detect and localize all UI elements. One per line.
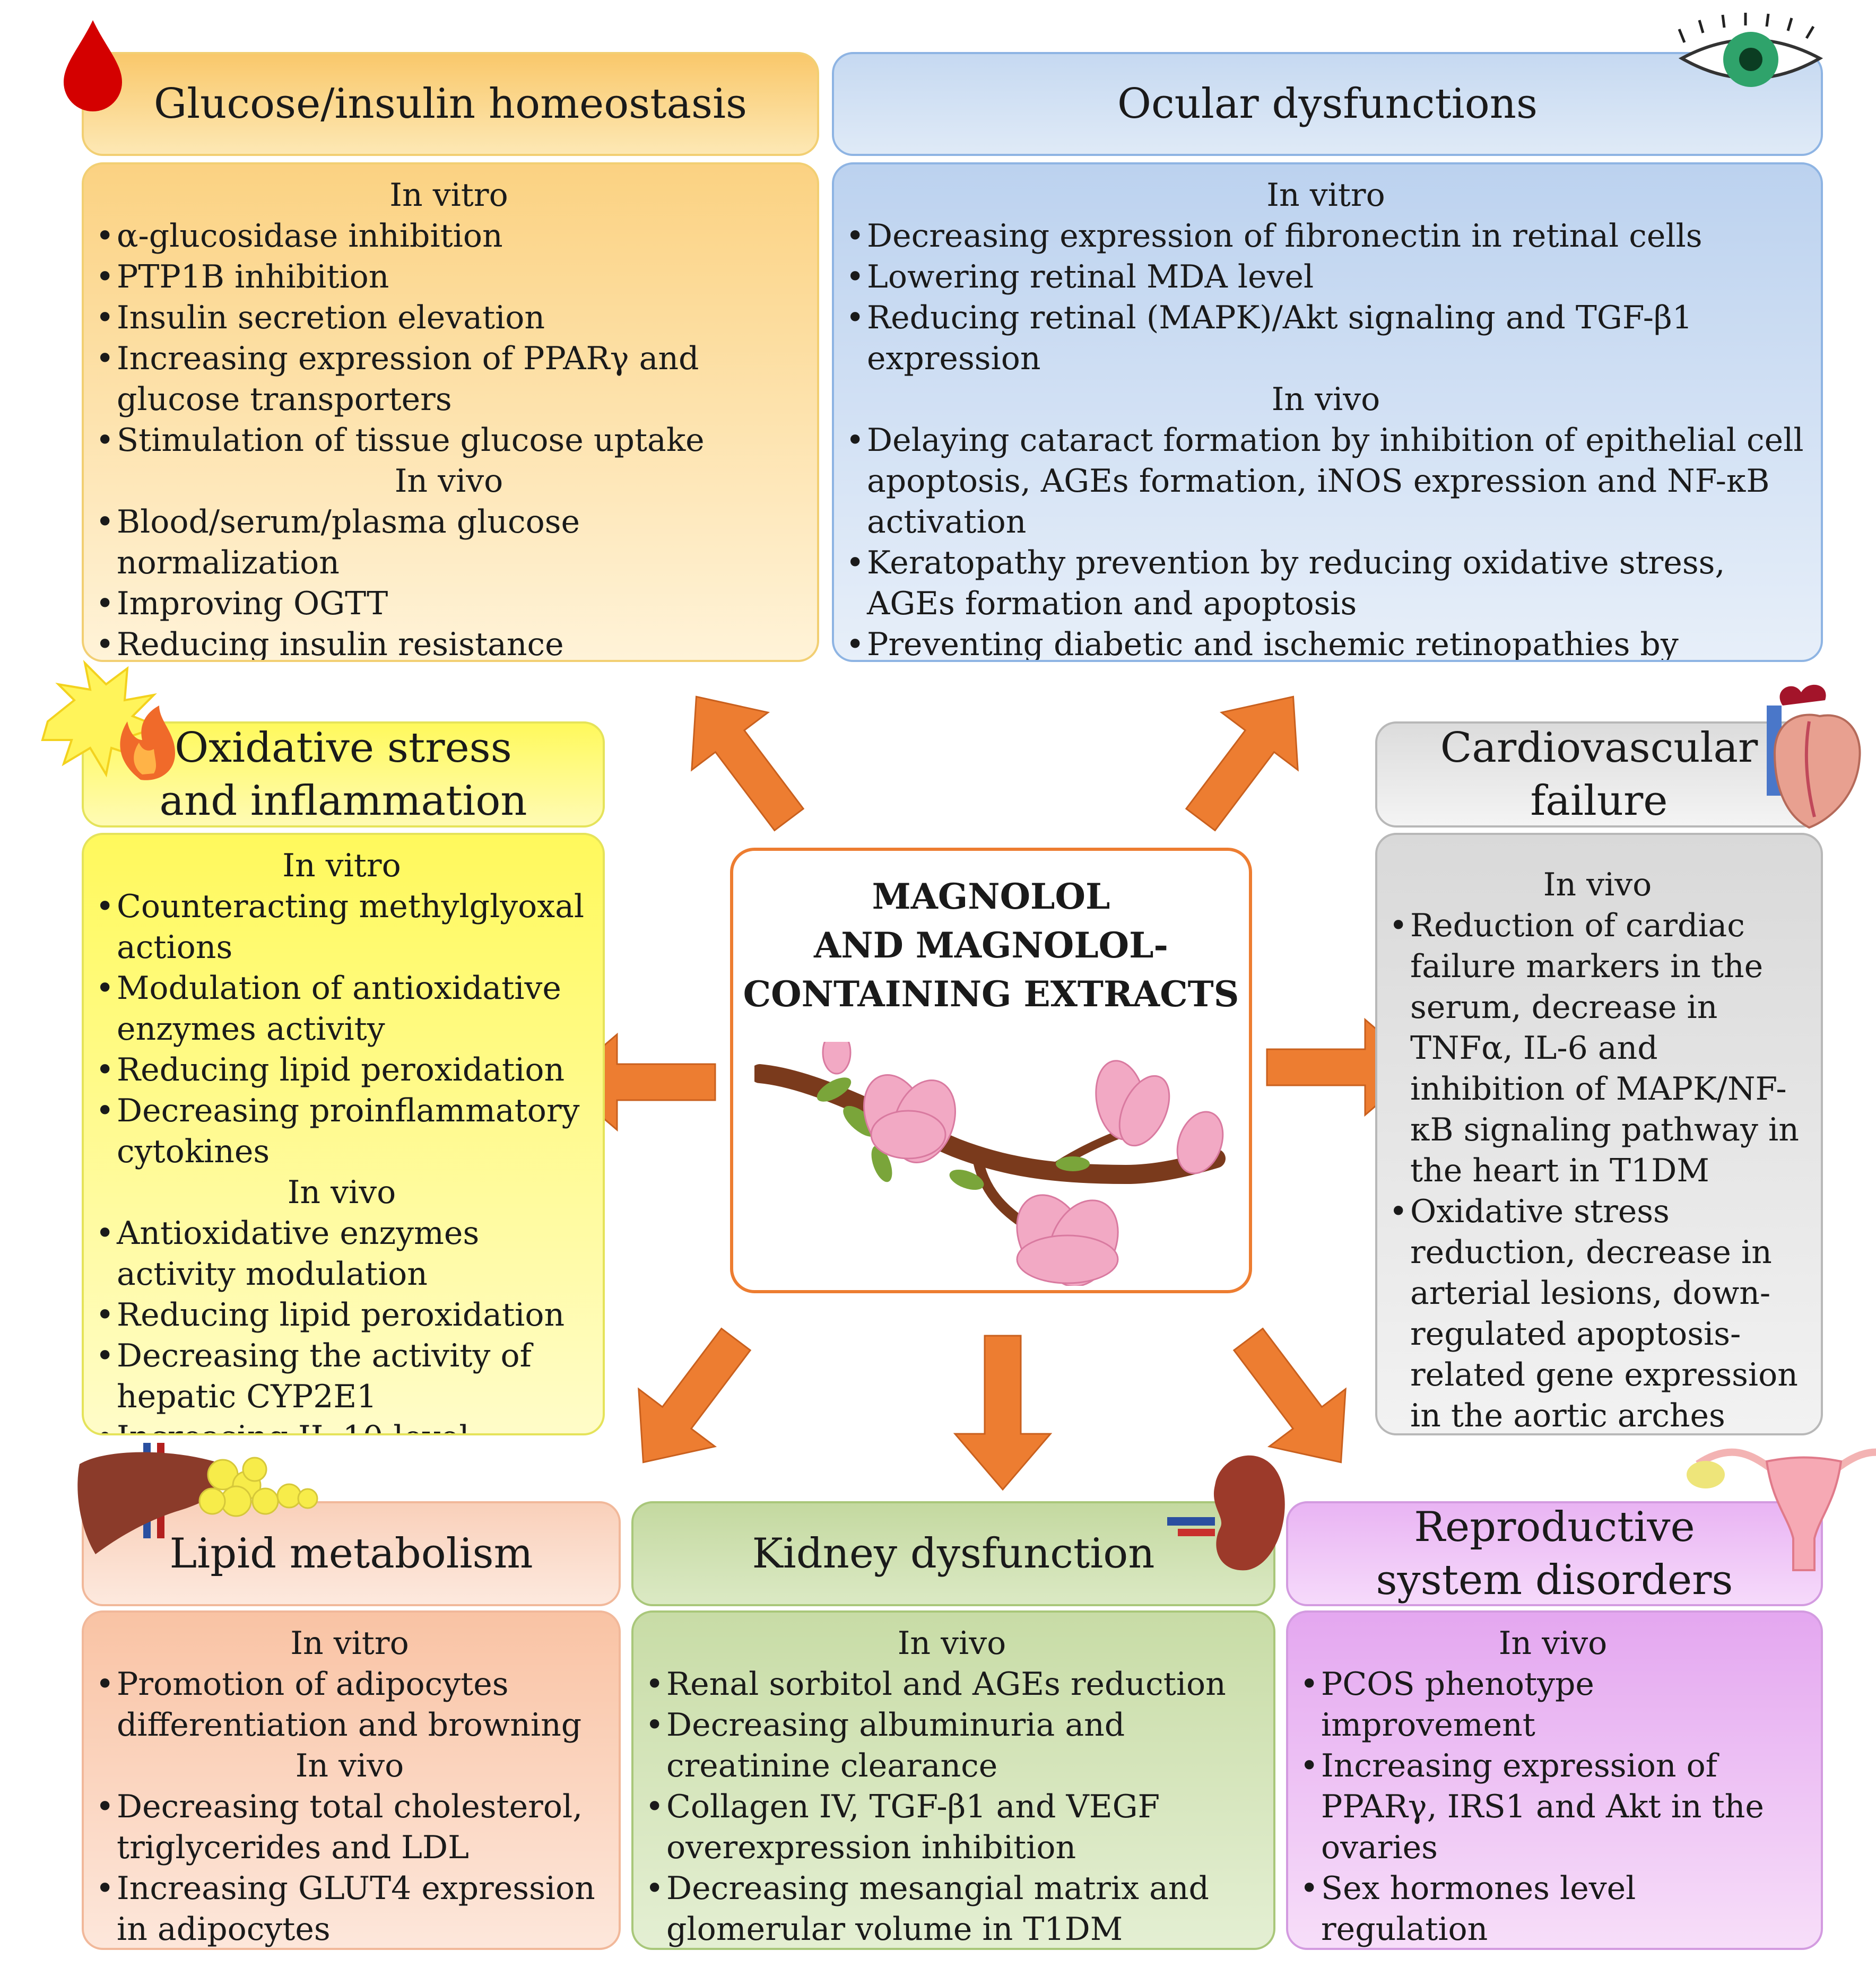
ocular-panel-body: In vitroDecreasing expression of fibrone…	[832, 162, 1823, 662]
oxidative-bullet-item: Decreasing proinflammatory cytokines	[95, 1091, 588, 1172]
lipid-bullet-item: Promotion of adipocytes differentiation …	[95, 1664, 604, 1746]
ocular-panel-title: Ocular dysfunctions	[832, 52, 1823, 156]
oxidative-bullet-item: Modulation of antioxidative enzymes acti…	[95, 968, 588, 1050]
oxidative-section-heading: In vitro	[282, 847, 401, 884]
lipid-panel-title: Lipid metabolism	[82, 1501, 621, 1606]
cardio-panel-body: In vivoReduction of cardiac failure mark…	[1375, 833, 1823, 1435]
glucose-bullet-item: PTP1B inhibition	[95, 257, 802, 298]
glucose-bullet-item: Improving OGTT	[95, 584, 802, 624]
kidney-title-text: Kidney dysfunction	[752, 1530, 1155, 1578]
repro-title-line1: Reproductive	[1414, 1503, 1695, 1551]
ocular-bullet-item: Reducing retinal (MAPK)/Akt signaling an…	[846, 298, 1806, 379]
cardio-panel-title: Cardiovascular failure	[1375, 721, 1823, 828]
oxidative-panel-title: Oxidative stress and inflammation	[82, 721, 605, 828]
ocular-bullet-item: Preventing diabetic and ischemic retinop…	[846, 624, 1806, 660]
cardio-title-line2: failure	[1530, 777, 1668, 825]
glucose-bullet-list: α-glucosidase inhibitionPTP1B inhibition…	[95, 216, 802, 461]
ocular-bullet-list: Decreasing expression of fibronectin in …	[846, 216, 1806, 379]
ocular-section-heading: In vitro	[1266, 177, 1385, 214]
cardio-bullet-item: Reduction of cardiac failure markers in …	[1389, 905, 1806, 1191]
arrow-to-ocular	[1161, 667, 1332, 849]
lipid-bullet-list: Decreasing total cholesterol, triglyceri…	[95, 1787, 604, 1948]
arrow-to-glucose	[657, 667, 828, 849]
kidney-bullet-item: Collagen IV, TGF-β1 and VEGF overexpress…	[645, 1787, 1258, 1868]
lipid-panel-body: In vitroPromotion of adipocytes differen…	[82, 1610, 621, 1950]
oxidative-bullet-list: Antioxidative enzymes activity modulatio…	[95, 1213, 588, 1433]
repro-panel-body: In vivoPCOS phenotype improvementIncreas…	[1286, 1610, 1823, 1950]
oxidative-bullet-item: Reducing lipid peroxidation	[95, 1295, 588, 1336]
ocular-bullet-item: Keratopathy prevention by reducing oxida…	[846, 543, 1806, 624]
ocular-bullet-item: Lowering retinal MDA level	[846, 257, 1806, 298]
glucose-panel-title: Glucose/insulin homeostasis	[82, 52, 819, 156]
oxidative-panel-body: In vitroCounteracting methylglyoxal acti…	[82, 833, 605, 1435]
glucose-bullet-list: Blood/serum/plasma glucose normalization…	[95, 502, 802, 660]
cardio-section-heading: In vivo	[1543, 866, 1652, 903]
glucose-bullet-item: Stimulation of tissue glucose uptake	[95, 420, 802, 461]
glucose-panel-body: In vitroα-glucosidase inhibitionPTP1B in…	[82, 162, 819, 662]
lipid-title-text: Lipid metabolism	[169, 1530, 533, 1578]
oxidative-bullet-item: Antioxidative enzymes activity modulatio…	[95, 1213, 588, 1295]
lipid-bullet-item: Increasing GLUT4 expression in adipocyte…	[95, 1868, 604, 1948]
arrow-to-repro	[1209, 1310, 1380, 1492]
lipid-section-heading: In vitro	[290, 1625, 409, 1662]
center-label-line1: MAGNOLOL	[872, 876, 1110, 917]
ocular-bullet-item: Decreasing expression of fibronectin in …	[846, 216, 1806, 257]
glucose-title-text: Glucose/insulin homeostasis	[153, 80, 748, 128]
kidney-panel-body: In vivoRenal sorbitol and AGEs reduction…	[631, 1610, 1275, 1950]
oxidative-bullet-item: Reducing lipid peroxidation	[95, 1050, 588, 1091]
repro-bullet-item: PCOS phenotype improvement	[1300, 1664, 1806, 1746]
glucose-bullet-item: Blood/serum/plasma glucose normalization	[95, 502, 802, 584]
glucose-bullet-item: Insulin secretion elevation	[95, 298, 802, 338]
glucose-bullet-item: α-glucosidase inhibition	[95, 216, 802, 257]
oxidative-bullet-item: Counteracting methylglyoxal actions	[95, 886, 588, 968]
glucose-bullet-item: Increasing expression of PPARγ and gluco…	[95, 338, 802, 420]
ocular-section-heading: In vivo	[1271, 381, 1380, 418]
repro-bullet-item: Sex hormones level regulation	[1300, 1868, 1806, 1948]
glucose-section-heading: In vitro	[389, 177, 508, 214]
oxidative-title-line1: Oxidative stress	[175, 724, 512, 772]
repro-panel-title: Reproductive system disorders	[1286, 1501, 1823, 1606]
ocular-bullet-list: Delaying cataract formation by inhibitio…	[846, 420, 1806, 660]
lipid-section-heading: In vivo	[295, 1747, 404, 1784]
arrow-to-kidney	[954, 1335, 1052, 1491]
ocular-title-text: Ocular dysfunctions	[1117, 80, 1538, 128]
ocular-bullet-item: Delaying cataract formation by inhibitio…	[846, 420, 1806, 543]
kidney-bullet-item: Decreasing mesangial matrix and glomerul…	[645, 1868, 1258, 1948]
lipid-bullet-item: Decreasing total cholesterol, triglyceri…	[95, 1787, 604, 1868]
lipid-bullet-list: Promotion of adipocytes differentiation …	[95, 1664, 604, 1746]
repro-title-line2: system disorders	[1376, 1556, 1733, 1604]
glucose-bullet-item: Reducing insulin resistance	[95, 624, 802, 660]
oxidative-bullet-item: Increasing IL-10 level	[95, 1417, 588, 1433]
arrow-to-lipid	[604, 1310, 775, 1492]
oxidative-section-heading: In vivo	[287, 1174, 396, 1211]
oxidative-bullet-list: Counteracting methylglyoxal actionsModul…	[95, 886, 588, 1172]
repro-bullet-item: Increasing expression of PPARγ, IRS1 and…	[1300, 1746, 1806, 1868]
repro-section-heading: In vivo	[1498, 1625, 1608, 1662]
kidney-bullet-item: Decreasing albuminuria and creatinine cl…	[645, 1705, 1258, 1787]
center-label-line2: AND MAGNOLOL-	[814, 925, 1168, 966]
cardio-bullet-item: Oxidative stress reduction, decrease in …	[1389, 1191, 1806, 1433]
kidney-section-heading: In vivo	[897, 1625, 1006, 1662]
center-label: MAGNOLOL AND MAGNOLOL- CONTAINING EXTRAC…	[733, 872, 1249, 1018]
kidney-bullet-item: Renal sorbitol and AGEs reduction	[645, 1664, 1258, 1705]
kidney-panel-title: Kidney dysfunction	[631, 1501, 1275, 1606]
kidney-bullet-list: Renal sorbitol and AGEs reductionDecreas…	[645, 1664, 1258, 1948]
glucose-section-heading: In vivo	[394, 463, 503, 500]
magnolia-branch-icon	[754, 1042, 1226, 1286]
center-box: MAGNOLOL AND MAGNOLOL- CONTAINING EXTRAC…	[730, 848, 1252, 1293]
center-label-line3: CONTAINING EXTRACTS	[743, 973, 1239, 1015]
cardio-bullet-list: Reduction of cardiac failure markers in …	[1389, 905, 1806, 1433]
cardio-title-line1: Cardiovascular	[1440, 724, 1758, 772]
oxidative-title-line2: and inflammation	[159, 777, 527, 825]
repro-bullet-list: PCOS phenotype improvementIncreasing exp…	[1300, 1664, 1806, 1948]
oxidative-bullet-item: Decreasing the activity of hepatic CYP2E…	[95, 1336, 588, 1417]
